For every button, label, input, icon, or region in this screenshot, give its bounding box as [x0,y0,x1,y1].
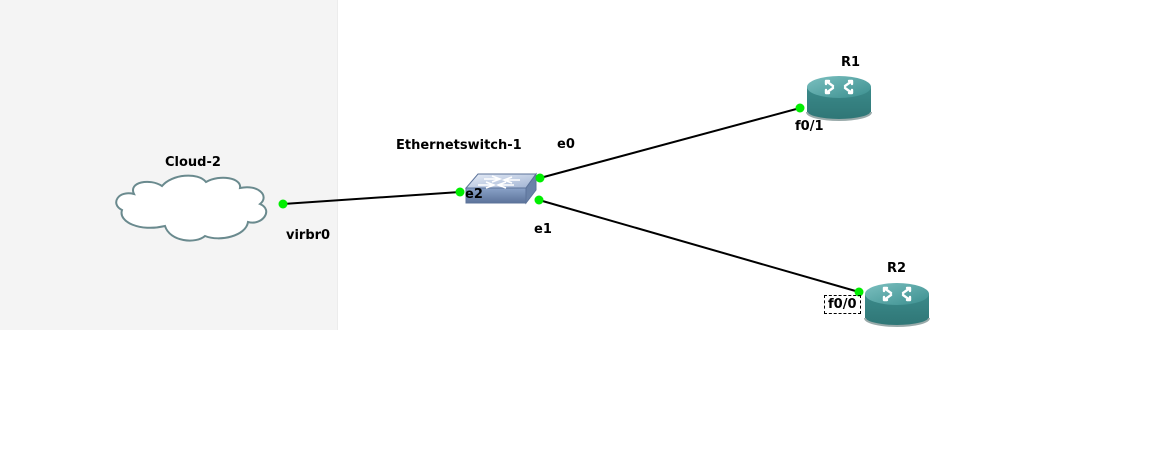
link-switch-r2[interactable] [538,199,860,293]
port-label-e0: e0 [557,137,575,152]
background-divider [337,0,338,330]
cloud-label[interactable]: Cloud-2 [165,155,221,170]
router-r1-node[interactable] [806,76,872,121]
port-status-virbr0[interactable] [278,199,288,209]
router-icon [864,283,930,327]
port-status-e1[interactable] [534,195,544,205]
router-r1-label[interactable]: R1 [841,55,861,70]
switch-node[interactable] [464,172,537,205]
port-status-f0-0[interactable] [854,287,864,297]
switch-icon [464,172,537,205]
port-status-e0[interactable] [535,173,545,183]
router-icon [806,76,872,121]
router-r2-node[interactable] [864,283,930,327]
port-status-f0-1[interactable] [795,103,805,113]
link-cloud-switch[interactable] [282,191,461,205]
background-panel [0,0,338,330]
port-label-e2: e2 [465,187,483,202]
port-status-e2[interactable] [455,187,465,197]
port-label-virbr0: virbr0 [286,228,331,243]
link-switch-r1[interactable] [539,107,801,179]
port-label-e1: e1 [534,222,552,237]
router-r2-label[interactable]: R2 [887,261,907,276]
switch-label[interactable]: Ethernetswitch-1 [396,138,522,153]
port-label-f0-1: f0/1 [795,119,824,134]
cloud-node[interactable] [115,174,268,242]
cloud-icon [115,174,268,242]
port-label-f0-0[interactable]: f0/0 [824,295,861,314]
